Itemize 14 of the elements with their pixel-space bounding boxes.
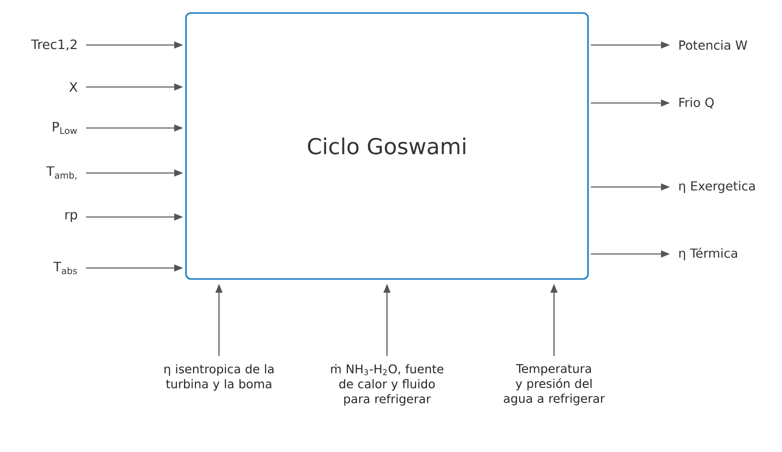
- output-label: η Exergetica: [679, 180, 755, 194]
- input-label: P$_{Low}$: [52, 122, 77, 134]
- output-label: η Térmica: [679, 248, 738, 260]
- input-label: T$_{abs}$: [53, 262, 77, 274]
- input-label: rp: [65, 212, 78, 222]
- input-label: η isentropica de la turbina y la boma: [164, 364, 274, 391]
- input-label: Temperatura y presión del agua a refrigerar: [504, 364, 605, 406]
- output-label: Potencia W: [679, 40, 748, 50]
- input-label: X: [69, 82, 78, 92]
- input-label: T$_{amb,}$: [46, 166, 76, 180]
- input-label: Trec1,2: [31, 39, 77, 51]
- process-box: Ciclo Goswami: [185, 12, 589, 280]
- output-label: Frio Q: [679, 97, 714, 109]
- input-label: ṁ NH$_{3}$-H$_{2}$O, fuente de calor y fluido para refrigerar: [331, 364, 444, 406]
